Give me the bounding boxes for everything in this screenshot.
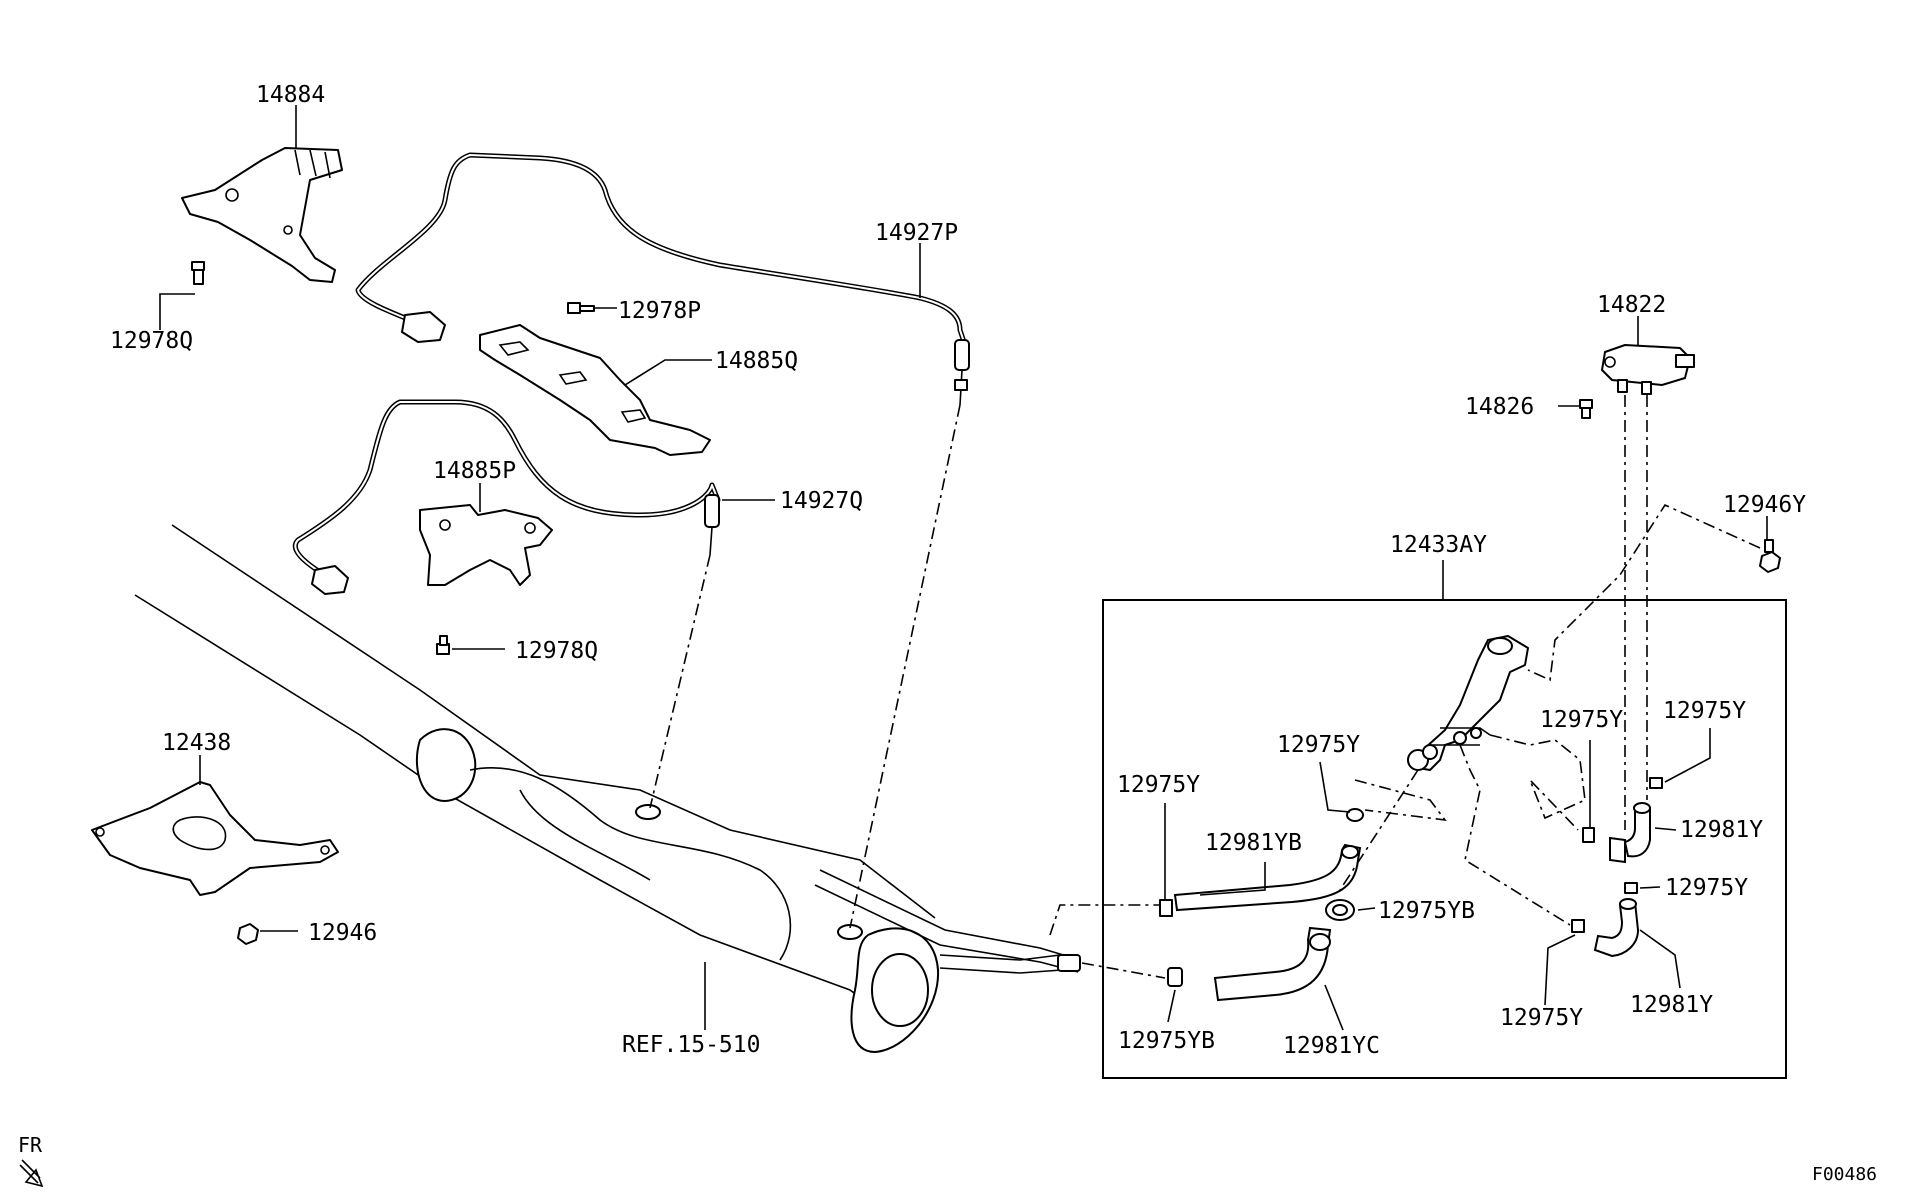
label-12975Y-b: 12975Y: [1663, 698, 1746, 724]
label-12975Y-c: 12975Y: [1277, 732, 1360, 758]
bolt-14826: [1579, 399, 1593, 419]
label-14927Q: 14927Q: [780, 488, 863, 514]
label-14885P: 14885P: [433, 458, 516, 484]
fr-arrow-icon: [19, 1159, 44, 1188]
hose-12981Y-lower: [1593, 898, 1640, 958]
label-12981YC: 12981YC: [1283, 1033, 1380, 1059]
label-14826: 14826: [1465, 394, 1534, 420]
label-12438: 12438: [162, 730, 231, 756]
label-12975YB-b: 12975YB: [1118, 1028, 1215, 1054]
dashed-reference-lines: [649, 395, 1761, 979]
bolt-12978Q-top: [191, 261, 205, 285]
label-12975YB-a: 12975YB: [1378, 898, 1475, 924]
detail-box-12433AY: [1102, 599, 1787, 1079]
harness-14927P: [355, 152, 970, 406]
fr-label: FR: [18, 1133, 43, 1157]
harness-14927Q: [292, 399, 721, 595]
bracket-pipe-assembly: [1407, 635, 1529, 771]
part-labels: 14884 12978Q 12978P 14885Q 14927P 14885P…: [110, 82, 1806, 1059]
hose-12981YC: [1213, 926, 1332, 1002]
label-14927P: 14927P: [875, 220, 958, 246]
label-12975Y-a: 12975Y: [1540, 707, 1623, 733]
label-12433AY: 12433AY: [1390, 532, 1487, 558]
figure-code: F00486: [1812, 1164, 1877, 1185]
nut-12946: [237, 923, 259, 945]
label-14884: 14884: [256, 82, 325, 108]
label-12975Y-d: 12975Y: [1117, 772, 1200, 798]
label-12946: 12946: [308, 920, 377, 946]
front-direction-indicator: FR: [18, 1133, 44, 1188]
label-12978Q-top: 12978Q: [110, 328, 193, 354]
label-12978P: 12978P: [618, 298, 701, 324]
label-12946Y: 12946Y: [1723, 492, 1806, 518]
label-14885Q: 14885Q: [715, 348, 798, 374]
label-12981YB: 12981YB: [1205, 830, 1302, 856]
label-14822: 14822: [1597, 292, 1666, 318]
label-12981Y-a: 12981Y: [1680, 817, 1763, 843]
bracket-14885Q: [479, 324, 711, 456]
label-12978Q-mid: 12978Q: [515, 638, 598, 664]
label-12975Y-e: 12975Y: [1665, 875, 1748, 901]
bracket-14884: [181, 147, 343, 283]
hose-12981Y-upper: [1609, 802, 1651, 864]
bolt-12978P: [567, 302, 595, 314]
nut-12946Y: [1759, 539, 1781, 573]
label-12975Y-f: 12975Y: [1500, 1005, 1583, 1031]
exhaust-pipe-assembly: [134, 524, 1081, 1053]
leader-lines: [159, 105, 1768, 1031]
cover-12438: [91, 781, 339, 896]
label-12981Y-b: 12981Y: [1630, 992, 1713, 1018]
label-ref-15-510: REF.15-510: [622, 1032, 760, 1058]
sensor-14822: [1601, 344, 1695, 395]
bracket-14885P: [419, 504, 553, 586]
bolt-12978Q-mid: [436, 635, 450, 655]
clips-12975Y: [1159, 777, 1663, 933]
clips-12975YB: [1167, 899, 1355, 987]
